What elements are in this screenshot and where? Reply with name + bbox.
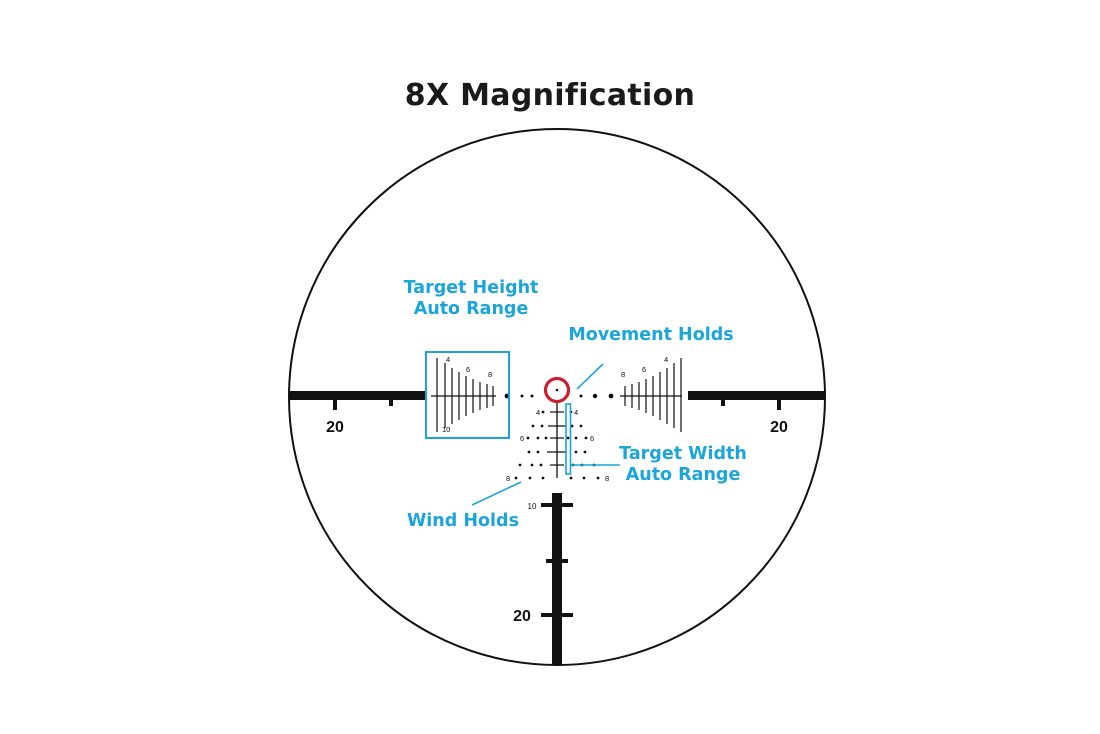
wind-holds-leader-line xyxy=(471,481,522,506)
left-stadia-group: 4 6 8 10 xyxy=(431,355,496,434)
movement-holds-leader-line xyxy=(576,363,604,390)
right-thick-post xyxy=(688,391,825,400)
bottom-post-label: 20 xyxy=(513,608,531,625)
target-height-callout: Target Height Auto Range xyxy=(395,278,547,320)
right-stadia-group: 8 6 4 xyxy=(620,355,682,432)
center-red-circle xyxy=(543,376,571,404)
center-aim-dot xyxy=(555,388,559,392)
target-width-highlight-box xyxy=(565,403,572,475)
target-width-callout-line1: Target Width xyxy=(619,444,747,464)
center-ladder-labels: 4 6 8 4 6 8 xyxy=(506,408,609,483)
page-title: 8X Magnification xyxy=(404,78,696,113)
right-stadia-label-6: 6 xyxy=(642,365,646,374)
left-stadia-label-4: 4 xyxy=(446,355,450,364)
center-right-label-6: 6 xyxy=(590,434,594,443)
movement-hold-dots xyxy=(504,393,614,399)
movement-holds-callout-text: Movement Holds xyxy=(568,325,734,345)
bottom-post-mid-label: 10 xyxy=(528,502,537,511)
left-stadia-label-6: 6 xyxy=(466,365,470,374)
center-right-label-4: 4 xyxy=(574,408,578,417)
target-height-callout-line2: Auto Range xyxy=(413,299,529,319)
bottom-post-hash-10 xyxy=(541,503,573,507)
center-hold-ladder xyxy=(547,403,567,478)
right-stadia-label-8: 8 xyxy=(621,370,625,379)
left-stadia-label-8: 8 xyxy=(488,370,492,379)
target-width-callout: Target Width Auto Range xyxy=(614,444,752,486)
left-stadia-label-10: 10 xyxy=(442,425,450,434)
left-post-hash-10 xyxy=(389,398,393,406)
right-post-label: 20 xyxy=(770,419,788,436)
center-right-label-8: 8 xyxy=(605,474,609,483)
bottom-post-hash-15 xyxy=(546,559,568,563)
left-post-label: 20 xyxy=(326,419,344,436)
center-left-label-8: 8 xyxy=(506,474,510,483)
movement-holds-callout: Movement Holds xyxy=(566,325,736,346)
center-left-label-6: 6 xyxy=(520,434,524,443)
bottom-thick-post xyxy=(552,493,562,664)
wind-holds-callout-text: Wind Holds xyxy=(407,511,519,531)
target-width-callout-line2: Auto Range xyxy=(625,465,741,485)
left-thick-post xyxy=(289,391,426,400)
center-left-label-4: 4 xyxy=(536,408,540,417)
wind-hold-dots xyxy=(514,410,600,480)
right-post-hash-20 xyxy=(777,398,781,410)
left-post-hash-20 xyxy=(333,398,337,410)
right-post-hash-10 xyxy=(721,398,725,406)
wind-holds-callout: Wind Holds xyxy=(401,511,525,532)
bottom-post-hash-20 xyxy=(541,613,573,617)
right-stadia-label-4: 4 xyxy=(664,355,668,364)
target-height-callout-line1: Target Height xyxy=(403,278,539,298)
target-height-highlight-box xyxy=(425,351,510,439)
